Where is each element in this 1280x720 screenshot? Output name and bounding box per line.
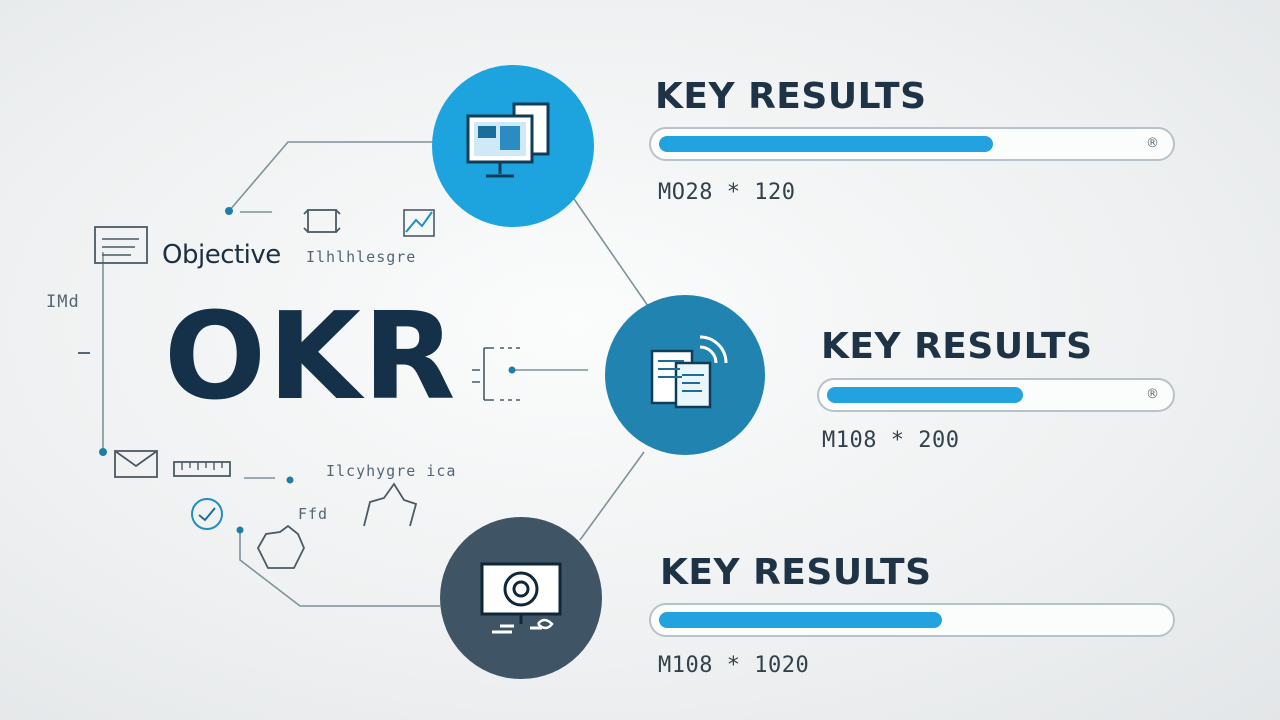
key-result-2-value: M108 * 200	[822, 428, 960, 453]
key-result-2-progress-fill	[827, 387, 1023, 403]
okr-title: OKR	[164, 288, 458, 427]
key-result-2-circle	[605, 295, 765, 455]
key-result-2-end-glyph: ®	[1146, 387, 1159, 402]
objective-label: Objective	[162, 240, 281, 270]
chart-doodle-icon	[402, 208, 436, 243]
key-result-1-heading: KEY RESULTS	[655, 76, 927, 117]
key-result-2-heading: KEY RESULTS	[821, 326, 1093, 367]
key-result-1-progress-fill	[659, 136, 993, 152]
frame-doodle-icon	[300, 204, 344, 241]
key-result-1-end-glyph: ®	[1146, 136, 1159, 151]
key-result-1-value: MO28 * 120	[658, 180, 796, 205]
key-result-1-progress-track: ®	[649, 127, 1175, 161]
monitor-target-icon	[480, 562, 562, 634]
documents-signal-icon	[650, 335, 728, 409]
key-result-3-progress-fill	[659, 612, 942, 628]
doodle-card-icon	[93, 225, 149, 270]
key-result-3-value: M108 * 1020	[658, 653, 810, 678]
hand-device-doodle-icon	[254, 522, 310, 577]
key-result-3-heading: KEY RESULTS	[660, 552, 932, 593]
badge-check-icon	[190, 497, 224, 536]
key-result-3-progress-track	[649, 603, 1175, 637]
envelope-icon	[114, 450, 158, 483]
hand-doodle-icon	[360, 480, 420, 535]
bottom-caption: Ilcyhygre ica	[326, 462, 457, 480]
mid-caption: Ffd	[298, 505, 329, 523]
ruler-doodle-icon	[172, 458, 236, 487]
bracket-doodle-icon	[470, 342, 530, 415]
top-caption: Ilhlhlesgre	[306, 248, 417, 266]
left-small-caption: IMd	[46, 292, 80, 312]
dash-mark	[78, 352, 90, 354]
monitor-screens-icon	[466, 102, 550, 178]
key-result-3-circle	[440, 517, 602, 679]
key-result-1-circle	[432, 65, 594, 227]
key-result-2-progress-track: ®	[817, 378, 1175, 412]
